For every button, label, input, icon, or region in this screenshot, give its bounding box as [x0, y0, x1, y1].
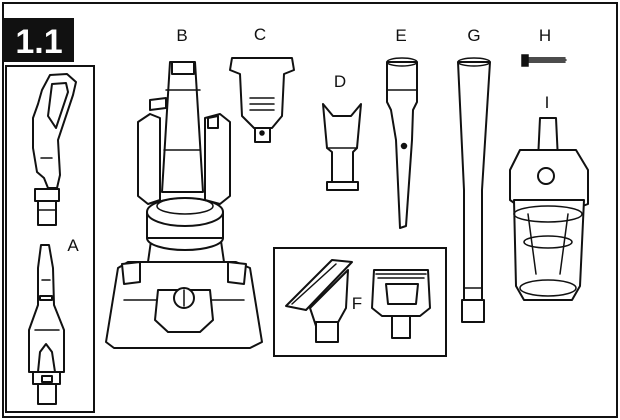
- part-d-adapter: [322, 103, 362, 191]
- figure-badge: 1.1: [4, 18, 74, 62]
- label-f: F: [352, 294, 362, 313]
- label-b: B: [176, 26, 187, 45]
- label-e: E: [395, 26, 406, 45]
- label-h: H: [539, 26, 551, 45]
- part-f-upholstery-tool: [371, 269, 431, 339]
- part-c-tool: [229, 57, 295, 143]
- label-c: C: [254, 25, 266, 44]
- part-h-screw: [521, 54, 567, 67]
- part-f-box: [273, 247, 447, 357]
- label-g: G: [467, 26, 480, 45]
- part-a-handle-upper: [32, 73, 77, 226]
- part-e-crevice-tool: [386, 57, 418, 229]
- figure-badge-text: 1.1: [15, 23, 62, 61]
- part-f-brush-tool: [285, 259, 353, 343]
- label-d: D: [334, 72, 346, 91]
- part-i-dirt-container: [509, 117, 589, 301]
- label-a: A: [67, 236, 79, 255]
- part-b-vacuum-base: [105, 61, 263, 349]
- part-a-box: [5, 65, 95, 413]
- part-g-wand: [457, 57, 491, 323]
- label-i: I: [545, 93, 550, 112]
- part-a-handle-lower: [28, 244, 65, 405]
